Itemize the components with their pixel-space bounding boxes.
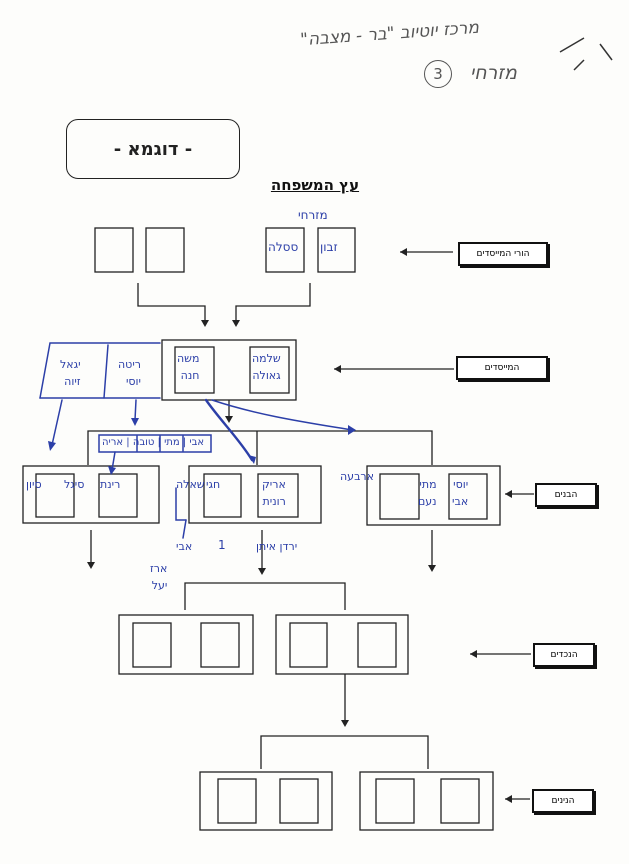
handwritten-son-right-a: יוסי אבי — [452, 478, 469, 508]
box-founders-parent-4 — [317, 227, 356, 273]
label-great-grandchildren: הנינים — [532, 789, 594, 813]
handwritten-under-mid-a: 1 — [218, 538, 226, 552]
handwritten-under-mid-c: ירדן איתן — [256, 540, 298, 553]
great-grandchildren-container-left — [199, 771, 333, 831]
page-title: עץ המשפחה — [270, 176, 360, 194]
sons-container-right — [366, 465, 501, 526]
sons-container-left — [22, 465, 160, 524]
box-founders-parent-3 — [265, 227, 305, 273]
handwritten-parent-name-left: ססלה — [268, 240, 299, 254]
handwritten-founder-left: משה חנה — [177, 352, 200, 382]
handwritten-son-mid-b: שאלה — [176, 478, 205, 491]
handwritten-side-names-left: יגאל זיוה — [60, 358, 81, 388]
handwritten-under-mid-b: אבי — [176, 540, 193, 553]
box-founders-parent-1 — [94, 227, 134, 273]
group-number-text: 3 — [433, 65, 443, 83]
handwritten-founder-right: שלמה גאולה — [252, 352, 281, 382]
handwritten-son-right-b: מתי נעם — [418, 478, 437, 508]
label-founders-parents: הורי המייסדים — [458, 242, 548, 266]
handwritten-family-name: מזרחי — [298, 208, 328, 222]
grandchildren-container-left — [118, 614, 254, 675]
box-founder-2 — [249, 346, 290, 394]
handwritten-group-number: 3 — [424, 60, 452, 88]
handwritten-parent-name-right: זבון — [320, 240, 338, 254]
handwritten-side-names-right: ריטה יוסי — [118, 358, 141, 388]
handwritten-son-mid-a: חגי — [206, 478, 221, 491]
handwritten-son-left-a: רינת — [100, 478, 121, 491]
handwritten-son-left-c: סיון — [26, 478, 42, 491]
label-grandchildren: הנכדים — [533, 643, 595, 667]
great-grandchildren-container-right — [359, 771, 494, 831]
sons-container-mid — [188, 465, 322, 524]
example-box: - דוגמא - — [66, 119, 240, 179]
handwritten-son-right-c: ארבעה — [340, 470, 374, 483]
box-founders-parent-2 — [145, 227, 185, 273]
box-founder-1 — [174, 346, 215, 394]
handwritten-under-left: ארז יעל — [150, 562, 168, 592]
handwritten-son-left-b: סיגל — [64, 478, 85, 491]
label-sons: הבנים — [535, 483, 597, 507]
handwritten-group-name: מזרחי — [470, 62, 517, 84]
handwritten-son-mid-c: אריק רונית — [262, 478, 286, 508]
handwritten-cousins-row: אבי | מתי | טובה | אריה — [102, 437, 205, 448]
label-founders: המייסדים — [456, 356, 548, 380]
grandchildren-container-right — [275, 614, 409, 675]
